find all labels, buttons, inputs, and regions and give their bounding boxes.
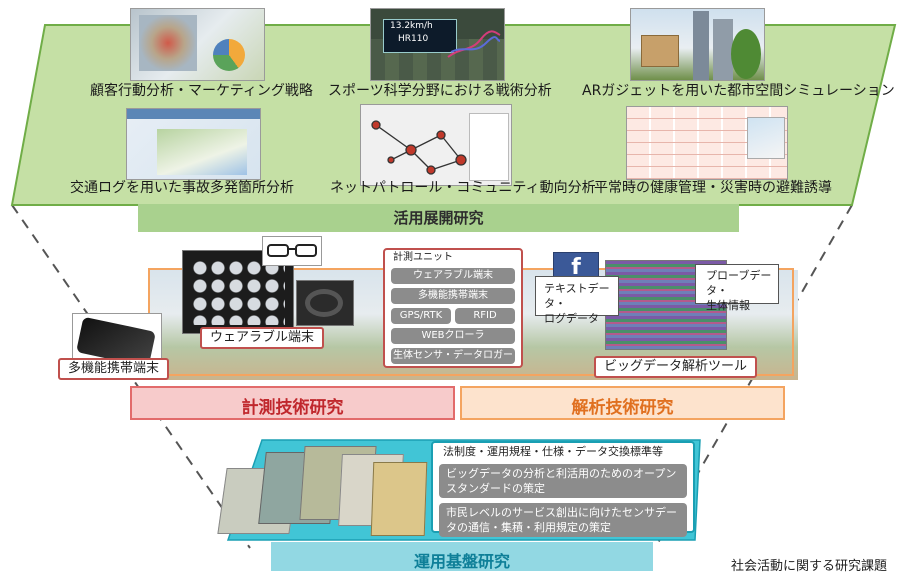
top-title-band	[138, 204, 739, 232]
unit-row-phone: 多機能携帯端末	[391, 288, 515, 304]
unit-row-rfid: RFID	[455, 308, 515, 324]
bottom-title-band	[271, 542, 653, 571]
speed-overlay: 13.2km/h HR110	[383, 19, 457, 53]
documents-image	[217, 438, 430, 538]
top-item-traffic: 交通ログを用いた事故多発箇所分析	[70, 180, 294, 196]
phone-label: 多機能携帯端末	[58, 358, 170, 380]
traffic-log-photo	[126, 108, 261, 180]
standards-item-sensor: 市民レベルのサービス創出に向けたセンサデータの通信・集積・利用規定の策定	[439, 503, 687, 537]
unit-row-gps: GPS/RTK	[391, 308, 451, 324]
top-item-netpatrol: ネットパトロール・コミュニティ動向分析	[330, 180, 596, 196]
standards-title: 法制度・運用規程・仕様・データ交換標準等	[443, 445, 663, 458]
text-data-label: テキストデータ・ ログデータ	[535, 276, 619, 325]
net-patrol-photo	[360, 104, 512, 186]
ar-city-photo	[630, 8, 765, 81]
unit-row-biosensor: 生体センサ・データロガー	[391, 348, 515, 364]
track-lines	[447, 30, 501, 58]
top-item-customer: 顧客行動分析・マーケティング戦略	[90, 83, 313, 99]
pie-chart-icon	[213, 39, 245, 71]
analysis-title: 解析技術研究	[571, 398, 674, 418]
bottom-title: 運用基盤研究	[413, 552, 510, 571]
measurement-title: 計測技術研究	[241, 398, 344, 418]
wearable-label: ウェアラブル端末	[200, 327, 325, 349]
analysis-tool-label: ビッグデータ解析ツール	[594, 356, 758, 378]
measurement-unit-box: 計測ユニット ウェアラブル端末 多機能携帯端末 GPS/RTK RFID WEB…	[383, 248, 523, 368]
top-item-sports: スポーツ科学分野における戦術分析	[328, 83, 552, 99]
unit-title: 計測ユニット	[393, 252, 453, 263]
top-item-health: 平常時の健康管理・災害時の避難誘導	[594, 180, 832, 196]
unit-row-webcrawler: WEBクローラ	[391, 328, 515, 344]
unit-row-wearable: ウェアラブル端末	[391, 268, 515, 284]
customer-analysis-photo	[130, 8, 265, 81]
wristband-image	[296, 280, 354, 326]
ar-box-icon	[641, 35, 679, 67]
sports-analysis-photo: 13.2km/h HR110	[370, 8, 505, 81]
top-item-ar: ARガジェットを用いた都市空間シミュレーション	[582, 83, 895, 99]
probe-data-label: プローブデータ・ 生体情報	[695, 264, 779, 312]
footer-caption: 社会活動に関する研究課題	[731, 559, 888, 574]
health-evacuation-photo	[626, 106, 788, 180]
tree-icon	[731, 29, 761, 79]
measurement-title-band	[130, 386, 455, 420]
standards-box: 法制度・運用規程・仕様・データ交換標準等 ビッグデータの分析と利活用のためのオー…	[431, 441, 695, 537]
standards-item-open: ビッグデータの分析と利活用のためのオープンスタンダードの策定	[439, 464, 687, 498]
top-title: 活用展開研究	[393, 209, 484, 227]
glasses-image	[262, 236, 322, 266]
analysis-title-band	[460, 386, 785, 420]
